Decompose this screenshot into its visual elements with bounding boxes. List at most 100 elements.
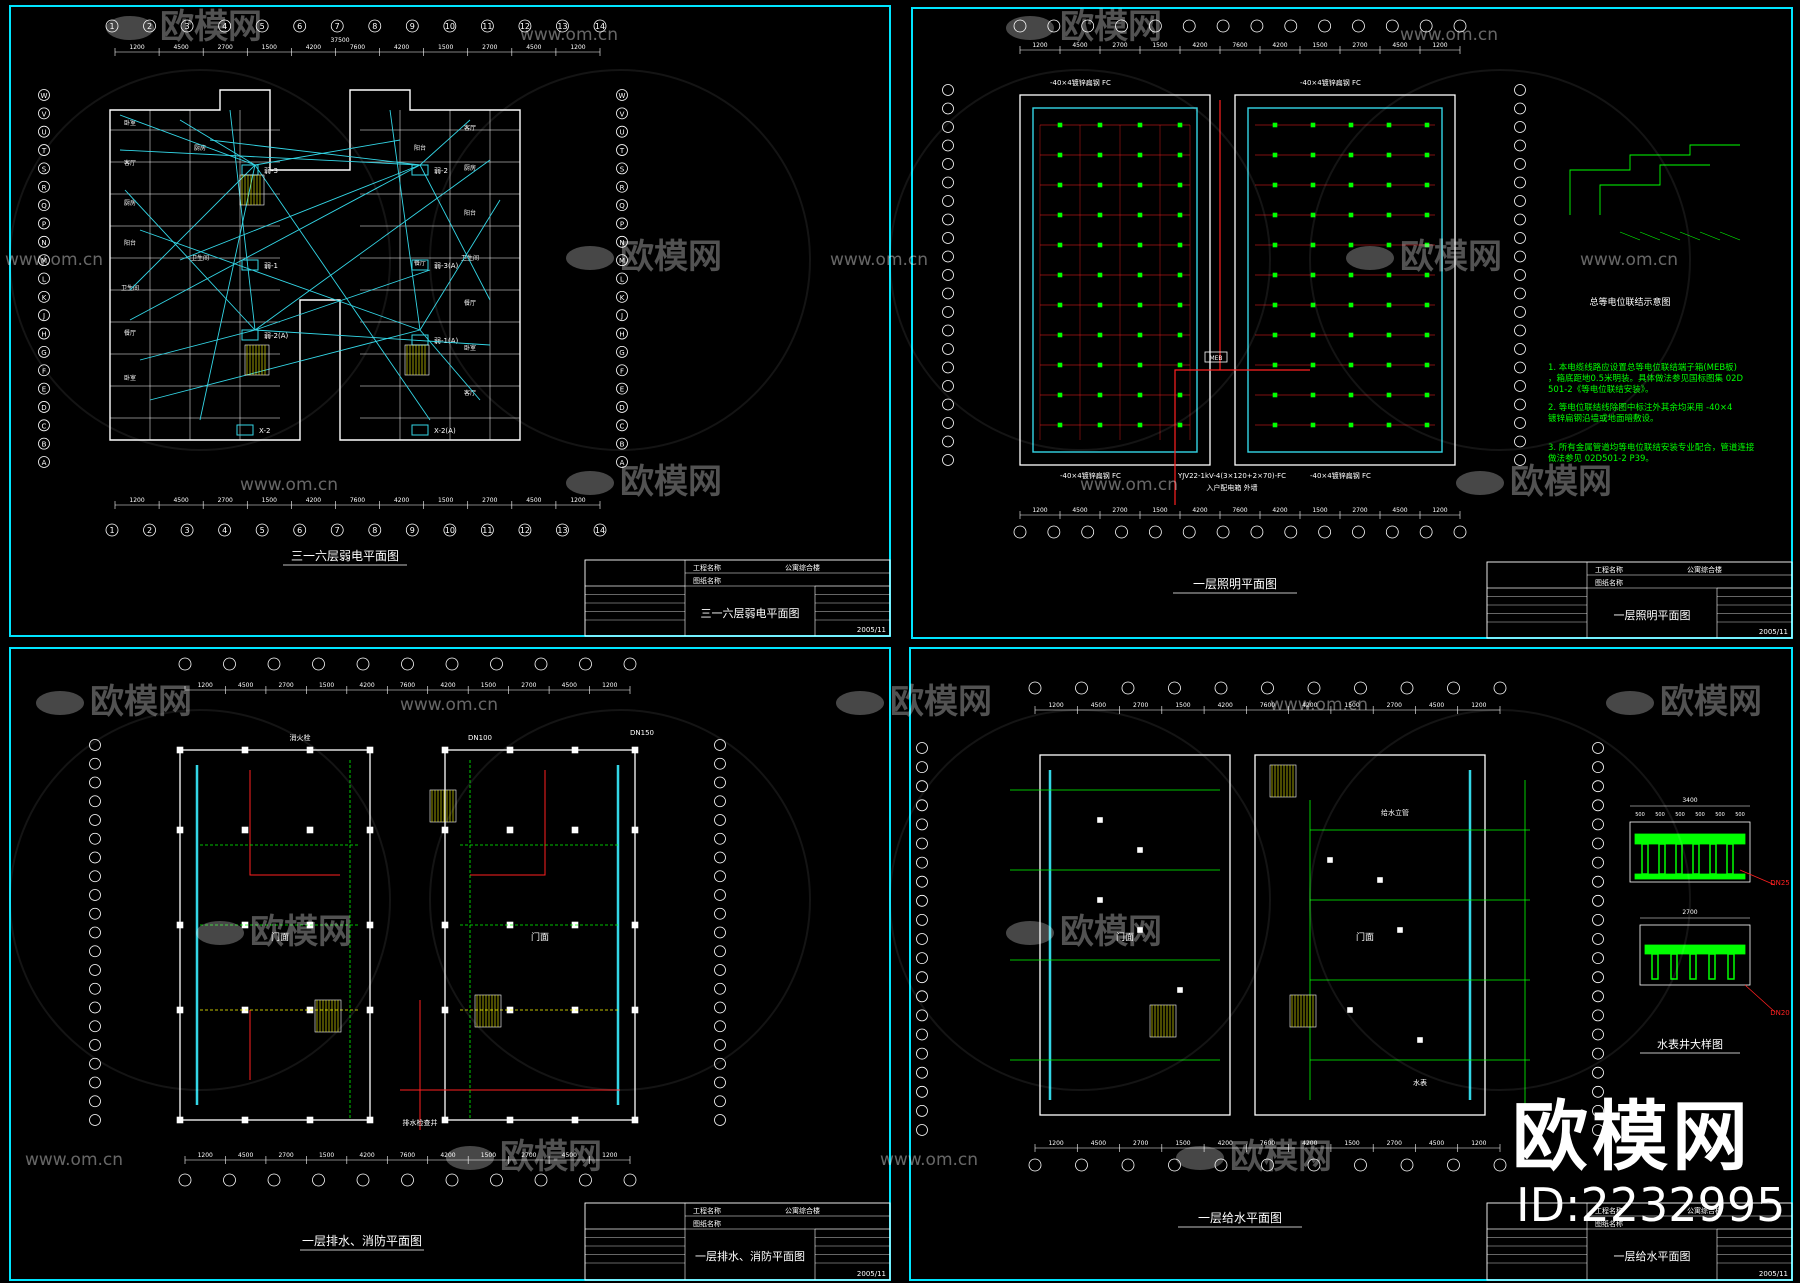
axis-bubble <box>916 818 928 831</box>
drawing-date: 2005/11 <box>1759 1270 1788 1278</box>
callout: 给水立管 <box>1381 808 1409 817</box>
axis-bubble <box>89 870 101 883</box>
room-label: 厨房 <box>464 164 476 172</box>
callout: -40×4镀锌扁钢 FC <box>1060 471 1121 480</box>
axis-bubble <box>1047 525 1061 539</box>
axis-letter: S <box>620 165 625 173</box>
axis-bubble <box>714 982 726 995</box>
column <box>366 921 374 929</box>
axis-bubble <box>518 19 532 33</box>
axis-bubble <box>38 309 50 322</box>
light-fixture <box>1057 242 1063 248</box>
light-fixture <box>1177 332 1183 338</box>
light-fixture <box>1177 392 1183 398</box>
axis-bubble <box>942 324 954 337</box>
detail-hatch <box>1639 231 1661 241</box>
dimension-text: 2700 <box>1387 702 1402 709</box>
axis-bubble <box>38 345 50 358</box>
note-line: 2. 等电位联结线除图中标注外其余均采用 -40×4 <box>1548 402 1732 413</box>
light-fixture <box>1177 182 1183 188</box>
axis-bubble <box>38 254 50 267</box>
signal-cable <box>419 199 501 331</box>
dimension-text: 4500 <box>1091 1140 1106 1147</box>
axis-bubble <box>714 907 726 920</box>
dimension-text: 2700 <box>1133 702 1148 709</box>
signal-cable <box>139 229 421 331</box>
light-fixture <box>1177 362 1183 368</box>
axis-bubble <box>1182 19 1196 33</box>
axis-bubble <box>1121 681 1135 695</box>
light-fixture <box>1272 362 1278 368</box>
meter-branch <box>1670 953 1678 980</box>
detail-title: 总等电位联结示意图 <box>1589 296 1670 308</box>
dimension-text: 1500 <box>1175 1140 1190 1147</box>
axis-bubble <box>1514 361 1526 374</box>
axis-bubble <box>1514 84 1526 96</box>
axis-letter: F <box>620 367 624 375</box>
dimension-text: 1500 <box>262 44 277 51</box>
light-fixture <box>1057 302 1063 308</box>
axis-bubble <box>38 125 50 138</box>
meter-header <box>1634 833 1746 845</box>
axis-bubble <box>1419 19 1433 33</box>
light-fixture <box>1310 332 1316 338</box>
box-label: 弱-1(A) <box>434 337 458 345</box>
light-fixture <box>1386 302 1392 308</box>
dimension-text: 7600 <box>400 682 415 689</box>
dimension-text: 4500 <box>1072 507 1087 514</box>
light-fixture <box>1097 152 1103 158</box>
light-fixture <box>1097 392 1103 398</box>
axis-bubble <box>593 523 607 537</box>
light-fixture <box>1386 152 1392 158</box>
building-block-right <box>1234 94 1456 466</box>
axis-bubble <box>1261 681 1274 695</box>
callout: 排水检查井 <box>403 1118 438 1127</box>
light-fixture <box>1057 212 1063 218</box>
box-label: 弱-3(A) <box>434 262 458 270</box>
detail-hatch <box>1699 231 1721 241</box>
axis-bubble <box>89 889 101 901</box>
weak-current-box <box>411 424 429 436</box>
axis-bubble <box>1592 1028 1604 1041</box>
axis-bubble <box>1493 1158 1507 1172</box>
watermark-brand: 欧模网 <box>620 462 722 502</box>
equipotential-detail: 总等电位联结示意图 <box>1569 144 1741 308</box>
dimension-text: 1500 <box>1175 702 1190 709</box>
column <box>631 1116 639 1124</box>
light-fixture <box>1386 362 1392 368</box>
light-fixture <box>1348 332 1354 338</box>
dimension-text: 4200 <box>306 497 321 504</box>
total-dimension: 37500 <box>330 37 349 44</box>
meter-branch <box>1689 953 1697 980</box>
stair <box>404 344 430 376</box>
axis-bubble <box>1592 761 1604 773</box>
column <box>176 921 184 929</box>
axis-number: 9 <box>410 22 415 31</box>
axis-bubble <box>1447 1158 1460 1172</box>
axis-bubble <box>1028 681 1042 695</box>
signal-cable <box>139 329 256 361</box>
column <box>506 1116 514 1124</box>
detail-hatch <box>1679 231 1701 241</box>
column <box>241 1116 249 1124</box>
leader <box>1744 984 1776 1013</box>
axis-letter: G <box>41 349 46 357</box>
light-fixture <box>1424 152 1430 158</box>
axis-letter: N <box>619 239 624 247</box>
axis-bubble <box>180 523 194 537</box>
axis-bubble <box>1385 19 1399 33</box>
axis-bubble <box>89 1001 101 1014</box>
axis-bubble <box>1514 158 1526 170</box>
light-fixture <box>1272 332 1278 338</box>
axis-bubble <box>916 1028 928 1041</box>
dimension-text: 1500 <box>438 44 453 51</box>
axis-bubble <box>942 361 954 374</box>
light-fixture <box>1057 332 1063 338</box>
axis-bubble <box>916 1124 928 1136</box>
light-fixture <box>1424 422 1430 428</box>
axis-bubble <box>89 832 101 845</box>
axis-bubble <box>89 964 101 976</box>
model-id: ID:2232995 <box>1516 1178 1786 1232</box>
axis-number: 14 <box>595 22 605 31</box>
signal-cable <box>419 119 471 166</box>
